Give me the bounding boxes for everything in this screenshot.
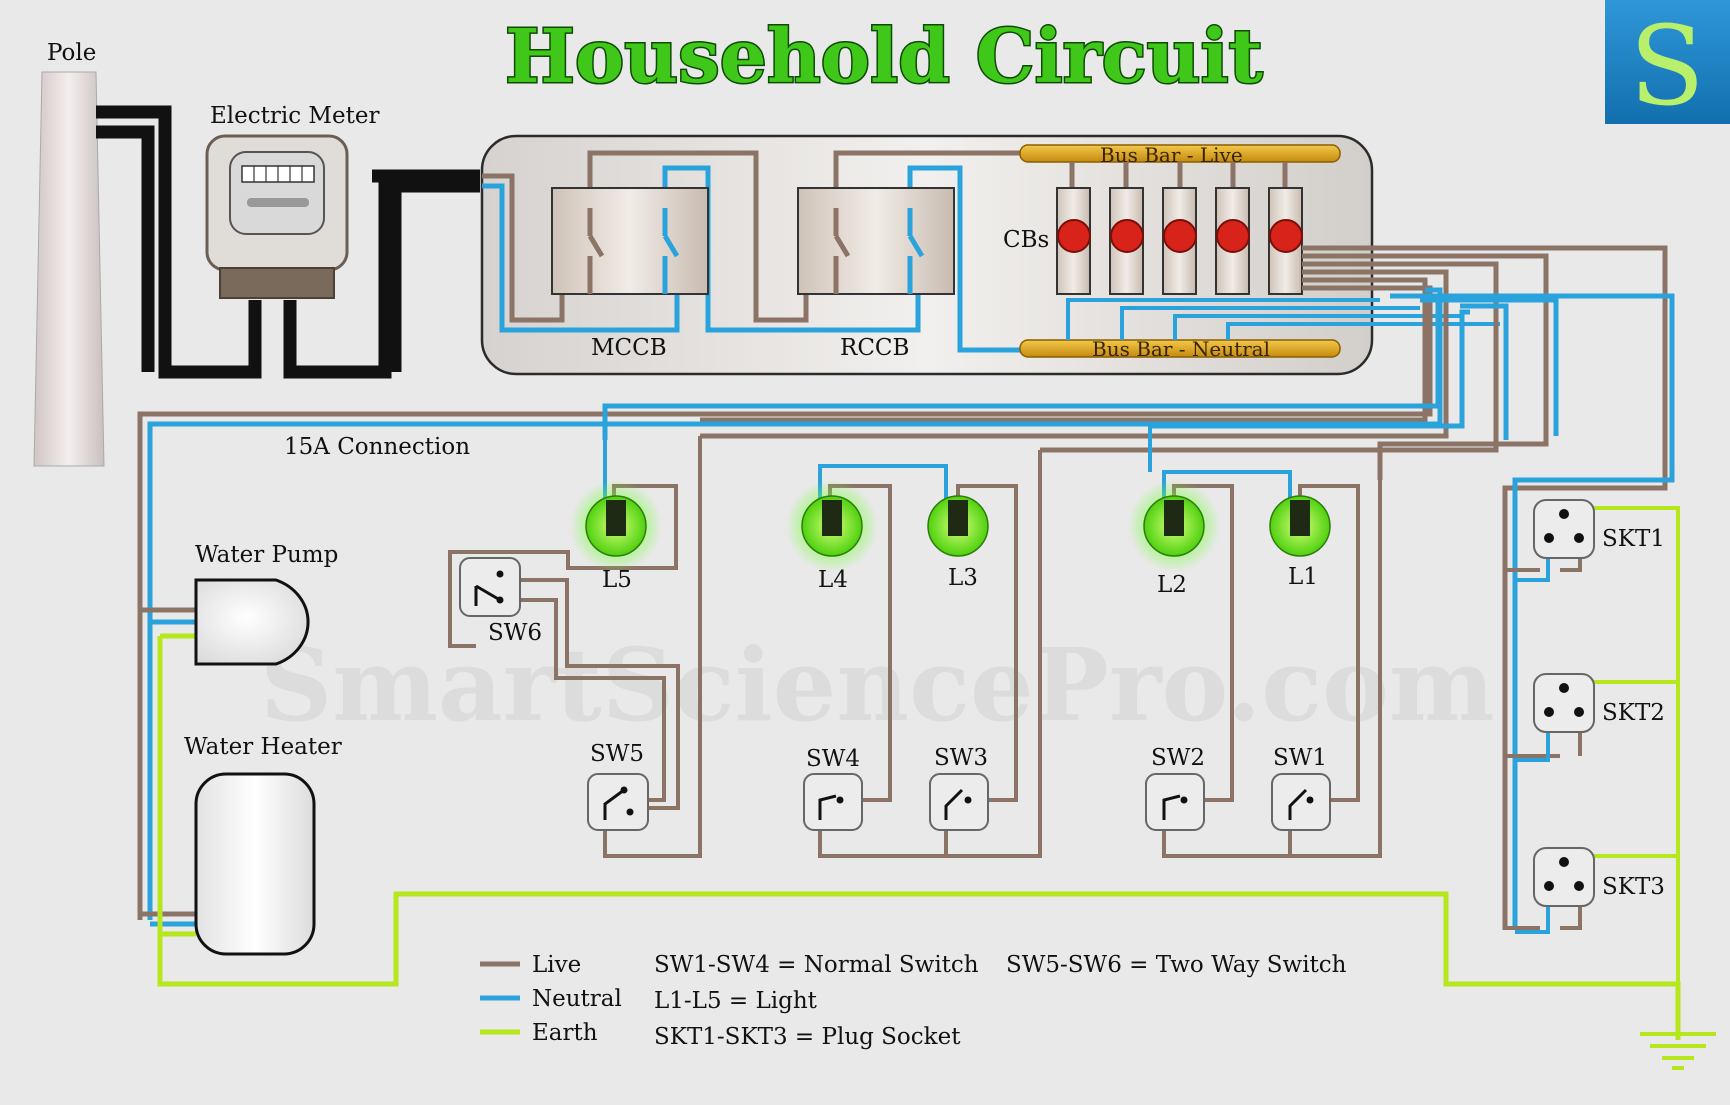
light-l3	[927, 495, 989, 557]
light-l3-label: L3	[948, 565, 978, 591]
legend	[480, 961, 520, 1035]
utility-pole	[33, 71, 105, 467]
socket-skt1[interactable]	[1533, 499, 1595, 559]
light-l5	[570, 480, 662, 572]
socket-skt2-label: SKT2	[1602, 700, 1665, 726]
legend-live: Live	[532, 952, 581, 978]
circuit-breakers	[1056, 187, 1303, 295]
electric-meter	[205, 134, 349, 299]
connection-label: 15A Connection	[284, 434, 470, 460]
light-l1-label: L1	[1288, 564, 1318, 590]
light-l5-label: L5	[602, 567, 632, 593]
switch-sw2[interactable]	[1145, 773, 1205, 831]
service-cables	[96, 105, 480, 379]
switch-sw6-label: SW6	[488, 620, 542, 646]
socket-skt3[interactable]	[1533, 847, 1595, 907]
switch-sw5[interactable]	[587, 773, 649, 831]
light-l4	[786, 480, 878, 572]
bus-bar-neutral	[1019, 339, 1341, 358]
rccb-breaker	[797, 187, 955, 295]
cb-1	[1056, 187, 1091, 295]
water-pump-label: Water Pump	[195, 542, 338, 568]
socket-skt1-label: SKT1	[1602, 526, 1665, 552]
legend-light: L1-L5 = Light	[654, 988, 818, 1014]
socket-skt3-label: SKT3	[1602, 874, 1665, 900]
legend-two-way-switch: SW5-SW6 = Two Way Switch	[1006, 952, 1347, 978]
switch-sw5-label: SW5	[590, 741, 644, 767]
water-heater	[194, 772, 316, 956]
water-pump	[194, 578, 310, 666]
cb-4	[1215, 187, 1250, 295]
mccb-breaker	[551, 187, 709, 295]
switch-sw3-label: SW3	[934, 745, 988, 771]
pole-label: Pole	[47, 40, 96, 66]
page-title: Household Circuit	[505, 14, 1263, 100]
light-l2-label: L2	[1157, 572, 1187, 598]
bus-bar-neutral-label: Bus Bar - Neutral	[1092, 337, 1270, 361]
switch-sw1[interactable]	[1271, 773, 1331, 831]
switch-sw6[interactable]	[459, 557, 521, 617]
meter-label: Electric Meter	[210, 103, 379, 129]
brand-logo: S	[1605, 0, 1730, 130]
light-l4-label: L4	[818, 567, 848, 593]
switch-sw1-label: SW1	[1273, 745, 1327, 771]
legend-plug-socket: SKT1-SKT3 = Plug Socket	[654, 1024, 961, 1050]
legend-earth: Earth	[532, 1020, 598, 1046]
switch-sw2-label: SW2	[1151, 745, 1205, 771]
mccb-label: MCCB	[591, 335, 667, 361]
light-l2	[1128, 480, 1220, 572]
switch-sw4[interactable]	[803, 773, 863, 831]
socket-skt2[interactable]	[1533, 673, 1595, 733]
legend-neutral: Neutral	[532, 986, 622, 1012]
bus-bar-live-label: Bus Bar - Live	[1100, 143, 1243, 167]
svg-text:S: S	[1629, 2, 1704, 130]
earth-ground-icon	[1640, 1032, 1716, 1070]
water-heater-label: Water Heater	[184, 734, 342, 760]
cb-3	[1162, 187, 1197, 295]
cb-5	[1268, 187, 1303, 295]
watermark: SmartSciencePro.com	[260, 626, 1495, 744]
cbs-label: CBs	[1003, 227, 1049, 253]
switch-sw4-label: SW4	[806, 746, 860, 772]
switch-sw3[interactable]	[929, 773, 989, 831]
light-l1	[1269, 495, 1331, 557]
legend-normal-switch: SW1-SW4 = Normal Switch	[654, 952, 979, 978]
cb-2	[1109, 187, 1144, 295]
rccb-label: RCCB	[840, 335, 909, 361]
